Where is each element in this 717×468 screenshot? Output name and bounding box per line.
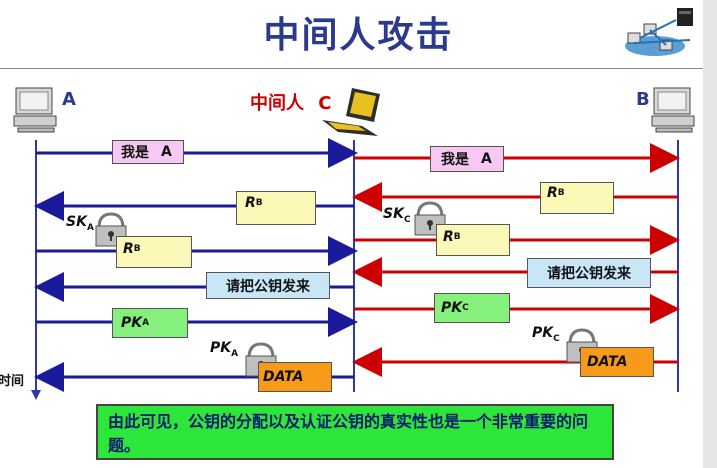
rb-label: R	[245, 195, 256, 211]
key-pk-c: PKC	[532, 325, 560, 344]
pk-label: PK	[121, 315, 143, 331]
key-pk-text: PK	[532, 325, 554, 341]
data-label: DATA	[587, 354, 628, 370]
msg-data-right: DATA	[580, 347, 654, 377]
pk-label: PK	[441, 300, 463, 316]
key-pk-a: PKA	[210, 340, 238, 359]
msg-i-am-id: A	[481, 151, 492, 167]
title-divider	[0, 68, 703, 69]
laptop-c-icon	[322, 88, 380, 136]
key-sk-text: SK	[383, 206, 404, 222]
scrollbar-strip	[703, 0, 717, 468]
msg-i-am-a-left: 我是 A	[112, 140, 184, 164]
msg-i-am-id: A	[161, 144, 172, 160]
time-axis-label: 时间	[0, 374, 25, 389]
rb-label: R	[123, 241, 134, 257]
party-c-prefix: 中间人	[250, 93, 304, 114]
network-logo-icon	[625, 8, 693, 56]
rb-label: R	[547, 185, 558, 201]
rb-sub: B	[557, 188, 565, 198]
computer-b-icon	[651, 87, 695, 133]
msg-i-am-text: 我是	[441, 152, 469, 168]
key-sk-c-sub: C	[403, 214, 411, 225]
key-sk-text: SK	[66, 214, 87, 230]
rb-sub: B	[255, 198, 263, 208]
key-sk-a-sub: A	[86, 222, 94, 233]
party-c-letter: C	[318, 93, 332, 114]
conclusion-note: 由此可见，公钥的分配以及认证公钥的真实性也是一个非常重要的问题。	[96, 404, 614, 460]
rb-sub: B	[133, 244, 141, 254]
key-pk-a-sub: A	[231, 348, 239, 359]
party-a-label: A	[62, 89, 76, 110]
page-title: 中间人攻击	[263, 15, 454, 56]
data-label: DATA	[263, 369, 304, 385]
msg-request-key-right: 请把公钥发来	[527, 258, 651, 288]
rb-label: R	[443, 229, 454, 245]
party-c-label: 中间人 C	[250, 89, 332, 115]
key-pk-c-sub: C	[553, 333, 560, 344]
key-pk-text: PK	[210, 340, 232, 356]
pk-c-sub: C	[462, 303, 469, 313]
pk-a-sub: A	[142, 318, 150, 328]
msg-request-key-left: 请把公钥发来	[206, 272, 330, 299]
msg-i-am-text: 我是	[121, 145, 149, 161]
key-sk-c: SKC	[383, 206, 411, 225]
msg-data-left: DATA	[258, 362, 332, 392]
key-sk-a: SKA	[66, 214, 94, 233]
party-b-label: B	[636, 89, 650, 110]
msg-i-am-a-right: 我是 A	[430, 146, 504, 172]
rb-sub: B	[453, 232, 461, 242]
computer-a-icon	[13, 87, 57, 133]
